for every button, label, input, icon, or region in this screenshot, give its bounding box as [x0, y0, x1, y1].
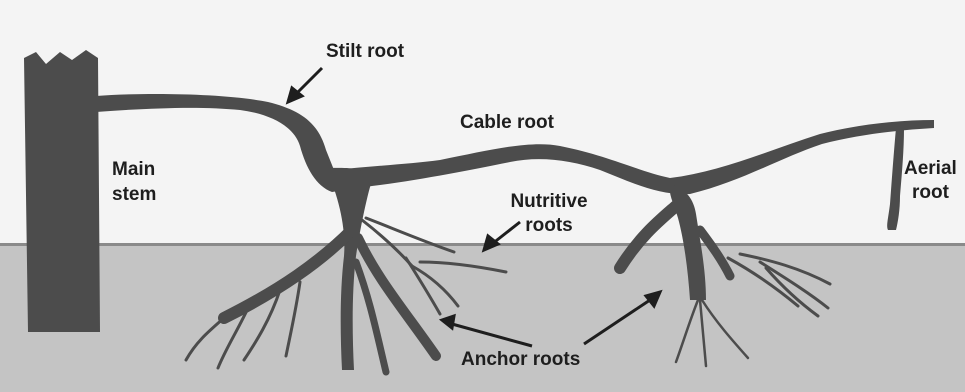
- nutritive-roots-label-line2: roots: [488, 214, 610, 237]
- ground-line: [0, 243, 965, 246]
- main-stem: [24, 50, 100, 332]
- anchor-roots-label: Anchor roots: [461, 348, 580, 371]
- aerial-root-label-line2: root: [912, 181, 949, 204]
- aerial-root-label-line1: Aerial: [904, 157, 957, 180]
- stilt-root-label: Stilt root: [326, 40, 404, 63]
- nutritive-roots-label-line1: Nutritive: [488, 190, 610, 213]
- main-stem-label-line2: stem: [112, 183, 156, 206]
- main-stem-label-line1: Main: [112, 158, 155, 181]
- cable-root-label: Cable root: [460, 111, 554, 134]
